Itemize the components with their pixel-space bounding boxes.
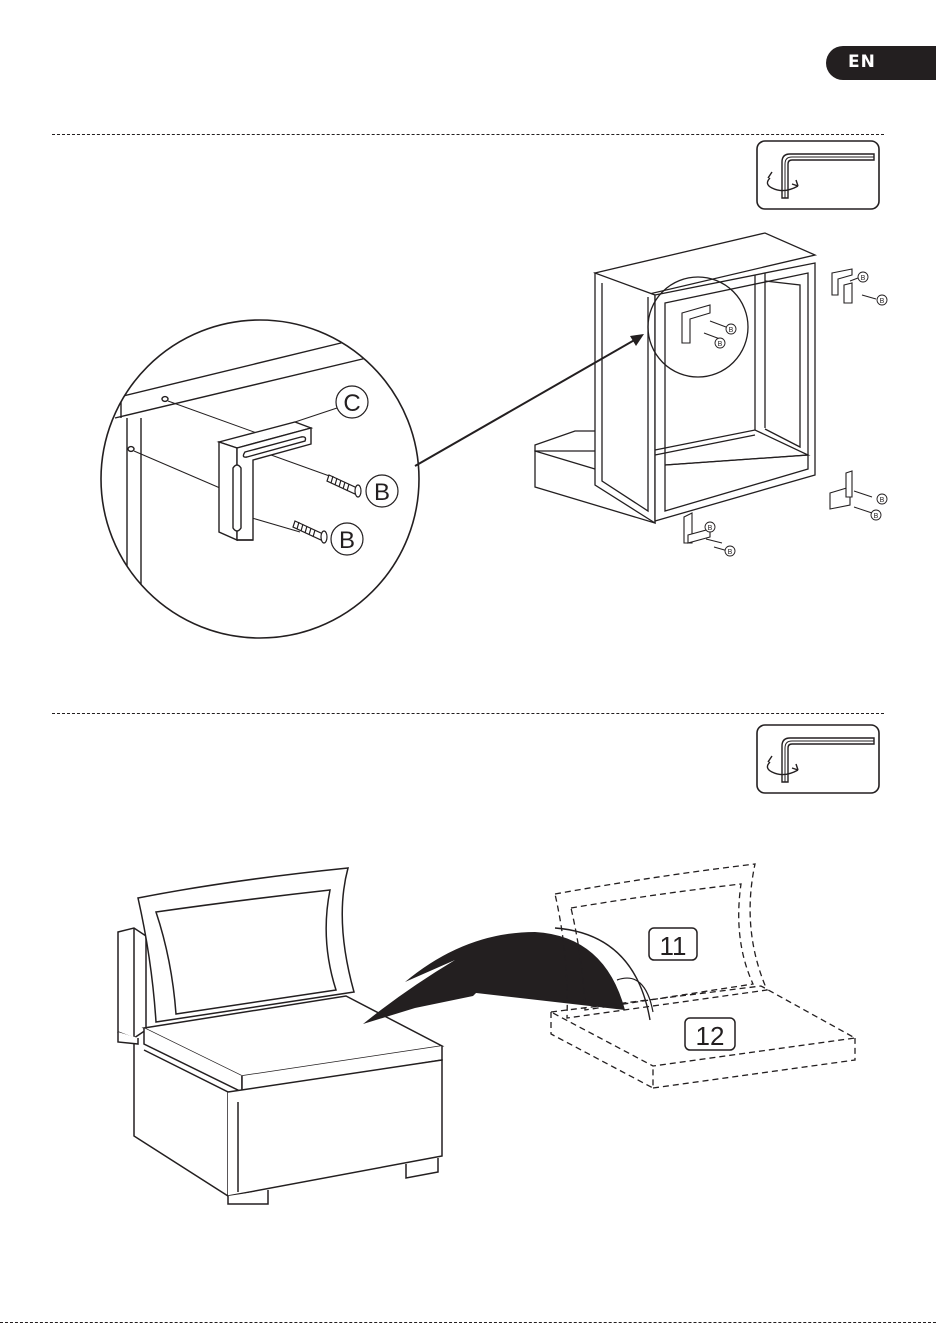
page-bottom-divider <box>0 1322 936 1323</box>
frame-screw-label: B <box>708 525 713 532</box>
frame-screw-label: B <box>729 327 734 334</box>
backrest-cushion-label: 11 <box>660 931 687 961</box>
language-tab: EN <box>826 46 936 80</box>
section-divider-step-1 <box>52 134 884 135</box>
frame-screw-label: B <box>880 298 885 305</box>
allen-key-icon <box>756 724 880 794</box>
bracket-detail-view: C B B <box>95 318 425 640</box>
frame-screw-label: B <box>718 341 723 348</box>
language-label: EN <box>848 52 876 72</box>
allen-key-icon <box>756 140 880 210</box>
frame-screw-label: B <box>861 275 866 282</box>
section-divider-step-2 <box>52 713 884 714</box>
frame-screw-label: B <box>880 497 885 504</box>
screw-lower-callout-label: B <box>339 527 355 554</box>
detail-connector-arrow <box>410 330 650 470</box>
screw-upper-callout-label: B <box>374 479 390 506</box>
frame-screw-label: B <box>728 549 733 556</box>
frame-screw-label: B <box>874 513 879 520</box>
bracket-callout-label: C <box>343 390 360 417</box>
cushion-parts-diagram: 11 12 <box>545 860 860 1100</box>
seat-cushion-label: 12 <box>696 1021 725 1051</box>
